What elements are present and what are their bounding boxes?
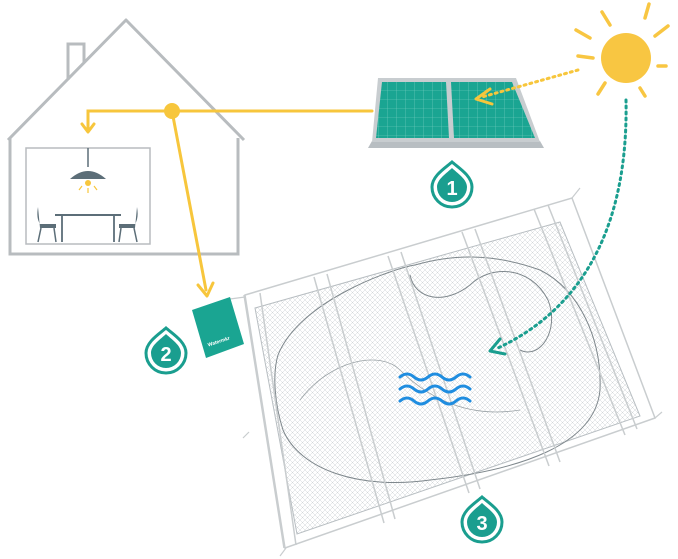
dining-table-icon [55,214,121,242]
water-waves-icon [398,372,472,406]
number-drop-icon: 1 [430,160,474,209]
junction-dot [164,103,180,119]
pool-cover [229,187,663,557]
number-drop-icon: 2 [144,326,188,375]
sun-to-panel-ray [474,68,580,106]
chair-icon [37,207,57,243]
control-box-icon: Watermkr [192,297,244,358]
power-wires [80,109,374,298]
sun-icon [574,2,670,98]
marker-2-number: 2 [160,344,171,366]
solar-panel-icon [368,78,544,148]
marker-1-number: 1 [446,178,457,200]
marker-3-number: 3 [476,513,487,535]
sun-to-pool-ray [488,98,628,356]
pool-outline [274,256,601,483]
number-drop-icon: 3 [460,495,504,544]
ceiling-lamp-icon [70,148,106,193]
house-icon [6,18,246,256]
chair-icon [118,207,138,243]
